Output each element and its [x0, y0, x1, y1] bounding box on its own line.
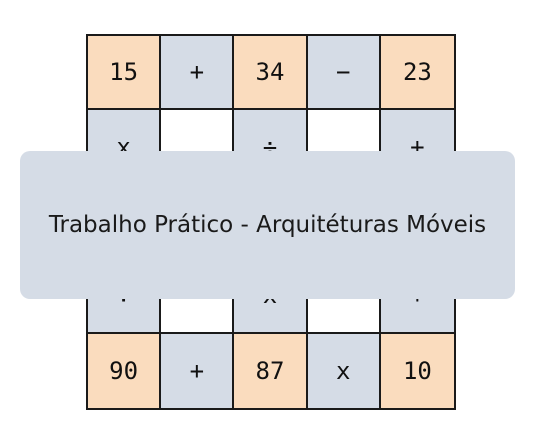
puzzle-cell[interactable]: 34 — [234, 36, 308, 111]
puzzle-cell[interactable]: 15 — [88, 36, 162, 111]
puzzle-cell[interactable]: 87 — [234, 333, 308, 408]
puzzle-cell: + — [161, 333, 235, 408]
title-overlay: Trabalho Prático - Arquitéturas Móveis — [20, 151, 515, 299]
overlay-title: Trabalho Prático - Arquitéturas Móveis — [48, 212, 487, 238]
puzzle-cell[interactable]: 23 — [380, 36, 454, 111]
puzzle-cell: + — [161, 36, 235, 111]
puzzle-cell: − — [307, 36, 381, 111]
puzzle-cell: x — [307, 333, 381, 408]
puzzle-cell[interactable]: 10 — [380, 333, 454, 408]
puzzle-cell[interactable]: 90 — [88, 333, 162, 408]
